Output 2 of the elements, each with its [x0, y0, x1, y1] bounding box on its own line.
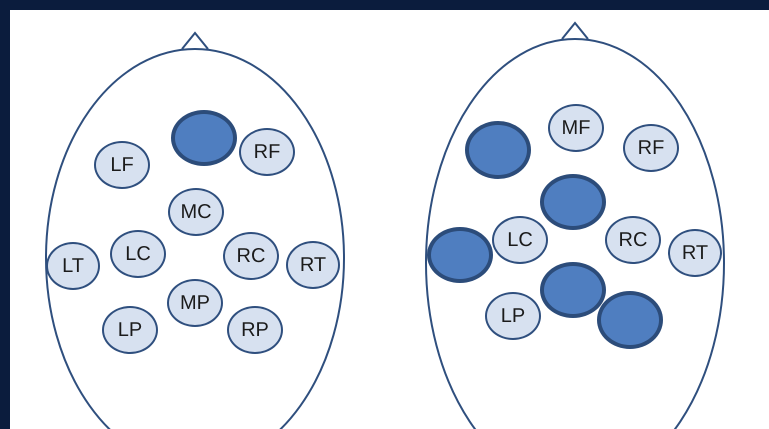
head-outline: [425, 38, 725, 429]
head-outline: [45, 48, 345, 429]
